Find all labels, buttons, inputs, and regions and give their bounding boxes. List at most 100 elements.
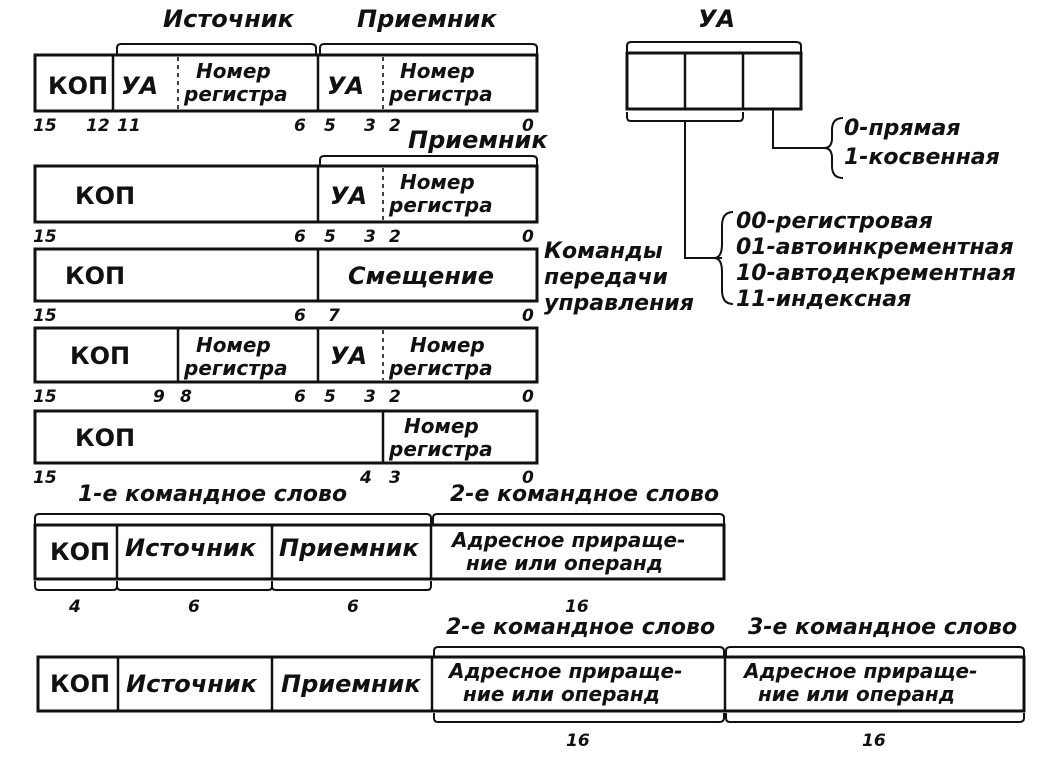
format-2-bit: 15 — [33, 227, 57, 247]
width-label: 16 — [566, 731, 590, 751]
format-1-dst-mode: УА — [327, 72, 364, 100]
format-1-bit: 15 — [33, 116, 57, 136]
three-word-box — [36, 655, 1026, 713]
width-label: 16 — [565, 597, 589, 617]
first-word-heading: 1-е командное слово — [78, 482, 347, 507]
format-4-dst-reg-1: Номер — [410, 333, 485, 357]
two-word-operand-1: Адресное прираще- — [450, 528, 685, 552]
format-1-source-brace — [116, 43, 317, 55]
format-5-bit: 0 — [522, 468, 534, 488]
three-word-operand-1b: ние или операнд — [463, 682, 660, 706]
format-5-bit: 4 — [359, 468, 372, 488]
three-word-dest: Приемник — [281, 670, 421, 698]
format-2-bit: 2 — [389, 227, 401, 247]
format-1-dest-heading: Приемник — [357, 5, 497, 33]
format-5-opcode: КОП — [75, 424, 135, 452]
format-1-bit: 11 — [117, 116, 141, 136]
two-word-format: 1-е командное слово 2-е командное слово … — [33, 482, 726, 617]
addressing-mode-indexed: 11-индексная — [736, 287, 911, 312]
addressing-box — [625, 51, 803, 111]
third-word-heading: 3-е командное слово — [748, 615, 1017, 640]
format-2-dst-reg-1: Номер — [400, 170, 475, 194]
format-4-bit: 9 — [153, 387, 165, 407]
format-1-dest-brace — [319, 43, 538, 55]
addressing-lower-brace — [626, 112, 744, 122]
format-3-box — [33, 247, 539, 303]
format-3-offset: Смещение — [348, 262, 494, 290]
width-label: 6 — [188, 597, 200, 617]
format-1: Источник Приемник КОП УА Номер регистра … — [33, 5, 539, 136]
format-4-bit: 8 — [180, 387, 192, 407]
format-5-reg-2: регистра — [388, 437, 493, 461]
three-word-source: Источник — [126, 670, 258, 698]
format-2-bit: 0 — [522, 227, 534, 247]
format-1-bit: 6 — [294, 116, 306, 136]
format-2-bit: 3 — [364, 227, 376, 247]
addressing-brace — [626, 41, 802, 53]
three-word-format: 2-е командное слово 3-е командное слово … — [36, 615, 1026, 751]
format-3: КОП Смещение 15 6 7 0 Команды передачи у… — [33, 239, 694, 326]
format-2-dest-heading: Приемник — [408, 126, 548, 154]
two-word-source: Источник — [125, 534, 257, 562]
format-5-box — [33, 409, 539, 465]
format-4-opcode: КОП — [70, 342, 130, 370]
format-1-bit: 5 — [324, 116, 336, 136]
format-3-bit: 0 — [522, 306, 534, 326]
format-4-bit: 6 — [294, 387, 306, 407]
format-4-box — [33, 326, 539, 384]
branch-note-line-3: управления — [544, 291, 694, 316]
format-5-reg-1: Номер — [404, 414, 479, 438]
branch-note-line-1: Команды — [544, 239, 663, 264]
three-word-operand-1a: Адресное прираще- — [447, 659, 682, 683]
addressing-mode-register: 00-регистровая — [736, 209, 933, 234]
format-1-src-mode: УА — [121, 72, 158, 100]
format-1-bit: 12 — [86, 116, 110, 136]
format-1-bit: 3 — [364, 116, 376, 136]
format-3-bit: 7 — [328, 306, 340, 326]
format-1-dst-reg-1: Номер — [400, 59, 475, 83]
bit2-curly-brace — [823, 117, 844, 179]
three-word-opcode: КОП — [50, 670, 110, 698]
addressing-bit2-direct: 0-прямая — [844, 116, 960, 141]
format-3-opcode: КОП — [65, 262, 125, 290]
format-3-bit: 6 — [294, 306, 306, 326]
format-1-src-reg-2: регистра — [183, 82, 288, 106]
format-2-opcode: КОП — [75, 182, 135, 210]
format-5-bit: 15 — [33, 468, 57, 488]
format-2-dest-brace — [319, 155, 538, 166]
format-4-reg-1: Номер — [196, 333, 271, 357]
format-4: КОП Номер регистра УА Номер регистра 15 … — [33, 326, 539, 407]
format-2-bit: 6 — [294, 227, 306, 247]
width-label: 16 — [862, 731, 886, 751]
addressing-title: УА — [698, 5, 735, 33]
format-1-dst-reg-2: регистра — [388, 82, 493, 106]
two-word-opcode: КОП — [50, 538, 110, 566]
format-2: Приемник КОП УА Номер регистра 15 6 5 3 … — [33, 126, 548, 247]
addressing-mode-autoincrement: 01-автоинкрементная — [736, 235, 1014, 260]
two-word-operand-2: ние или операнд — [466, 551, 663, 575]
format-5: КОП Номер регистра 15 4 3 0 — [33, 409, 539, 488]
three-word-operand-2b: ние или операнд — [758, 682, 955, 706]
format-4-bit: 3 — [364, 387, 376, 407]
addressing-mode-legend: УА 0-прямая 1-косвенная 00-регистровая 0… — [625, 5, 1016, 312]
modes-curly-brace — [713, 211, 734, 305]
second-word-brace — [432, 513, 725, 525]
format-4-bit: 2 — [389, 387, 401, 407]
branch-note-line-2: передачи — [544, 265, 668, 290]
format-2-dst-reg-2: регистра — [388, 193, 493, 217]
three-word-operand-2a: Адресное прираще- — [742, 659, 977, 683]
format-4-bit: 15 — [33, 387, 57, 407]
addressing-bit2-indirect: 1-косвенная — [844, 145, 1000, 170]
format-4-bit: 0 — [522, 387, 534, 407]
format-5-bit: 3 — [389, 468, 401, 488]
format-1-box — [33, 53, 539, 113]
width-label: 4 — [68, 597, 81, 617]
format-1-source-heading: Источник — [163, 5, 295, 33]
two-word-box — [33, 523, 726, 581]
format-1-bit: 0 — [522, 116, 534, 136]
format-2-box — [33, 164, 539, 224]
format-4-dst-reg-2: регистра — [388, 356, 493, 380]
addressing-mode-autodecrement: 10-автодекрементная — [736, 261, 1016, 286]
width-label: 6 — [347, 597, 359, 617]
